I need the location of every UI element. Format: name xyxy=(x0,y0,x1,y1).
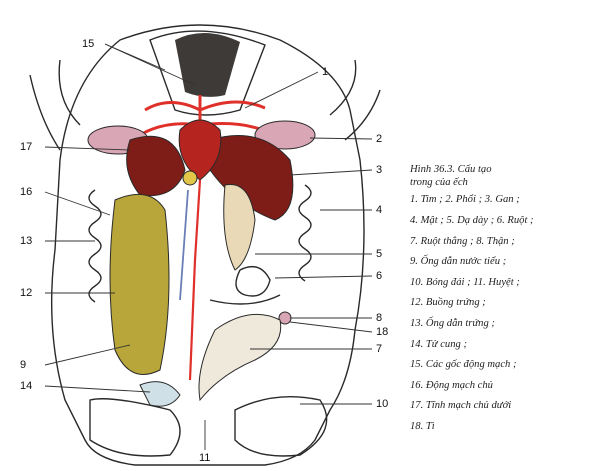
callout-18: 18 xyxy=(376,326,388,338)
posterior-vena-cava xyxy=(180,190,188,300)
callout-17: 17 xyxy=(20,141,32,153)
callout-13: 13 xyxy=(20,235,32,247)
callout-15: 15 xyxy=(82,38,94,50)
callout-line-14 xyxy=(45,386,150,392)
legend-item: 4. Mật ; 5. Dạ dày ; 6. Ruột ; xyxy=(410,216,600,237)
callout-14: 14 xyxy=(20,380,32,392)
legend-item: 10. Bóng đái ; 11. Huyệt ; xyxy=(410,278,600,299)
callout-2: 2 xyxy=(376,133,382,145)
legend-item: 1. Tim ; 2. Phổi ; 3. Gan ; xyxy=(410,195,600,216)
legend-item: 16. Động mạch chủ xyxy=(410,381,600,402)
oviduct-left xyxy=(89,190,101,302)
right-hindlimb xyxy=(235,397,327,456)
callout-16: 16 xyxy=(20,186,32,198)
callout-line-2 xyxy=(310,138,372,139)
figure-legend: Hình 36.3. Cấu tạo trong của ếch 1. Tim … xyxy=(410,163,600,443)
aorta xyxy=(190,180,200,380)
legend-item: 18. Tì xyxy=(410,422,600,443)
arterial-roots-area xyxy=(175,33,240,97)
gall-bladder xyxy=(183,171,197,185)
callout-4: 4 xyxy=(376,204,382,216)
legend-item: 12. Buồng trứng ; xyxy=(410,298,600,319)
callout-line-6 xyxy=(275,276,372,278)
legend-item: 13. Ống dẫn trứng ; xyxy=(410,319,600,340)
callout-line-18 xyxy=(290,322,372,332)
figure-caption: Hình 36.3. Cấu tạo trong của ếch xyxy=(410,163,600,189)
callout-7: 7 xyxy=(376,343,382,355)
callout-8: 8 xyxy=(376,312,382,324)
rectum xyxy=(199,314,281,400)
callout-line-16 xyxy=(45,192,110,215)
legend-item: 17. Tĩnh mạch chủ dưới xyxy=(410,401,600,422)
callout-3: 3 xyxy=(376,164,382,176)
callout-line-1 xyxy=(245,72,318,108)
oviduct-right xyxy=(299,185,311,281)
legend-item: 7. Ruột thẳng ; 8. Thận ; xyxy=(410,237,600,258)
callout-9: 9 xyxy=(20,359,26,371)
callout-12: 12 xyxy=(20,287,32,299)
intestine xyxy=(210,267,280,304)
caption-line-1: Hình 36.3. Cấu tạo xyxy=(410,164,492,175)
left-forelimb xyxy=(30,60,80,150)
legend-item: 14. Tử cung ; xyxy=(410,340,600,361)
caption-line-2: trong của ếch xyxy=(410,177,468,188)
callout-line-3 xyxy=(290,170,372,175)
callout-5: 5 xyxy=(376,248,382,260)
legend-item: 9. Ống dẫn nước tiểu ; xyxy=(410,257,600,278)
uterus xyxy=(140,382,180,407)
right-forelimb xyxy=(330,60,380,140)
callout-6: 6 xyxy=(376,270,382,282)
liver-left xyxy=(127,136,185,195)
callout-1: 1 xyxy=(322,66,328,78)
legend-item: 15. Các gốc động mạch ; xyxy=(410,360,600,381)
callout-11: 11 xyxy=(199,452,210,464)
callout-10: 10 xyxy=(376,398,388,410)
left-hindlimb xyxy=(90,399,180,456)
